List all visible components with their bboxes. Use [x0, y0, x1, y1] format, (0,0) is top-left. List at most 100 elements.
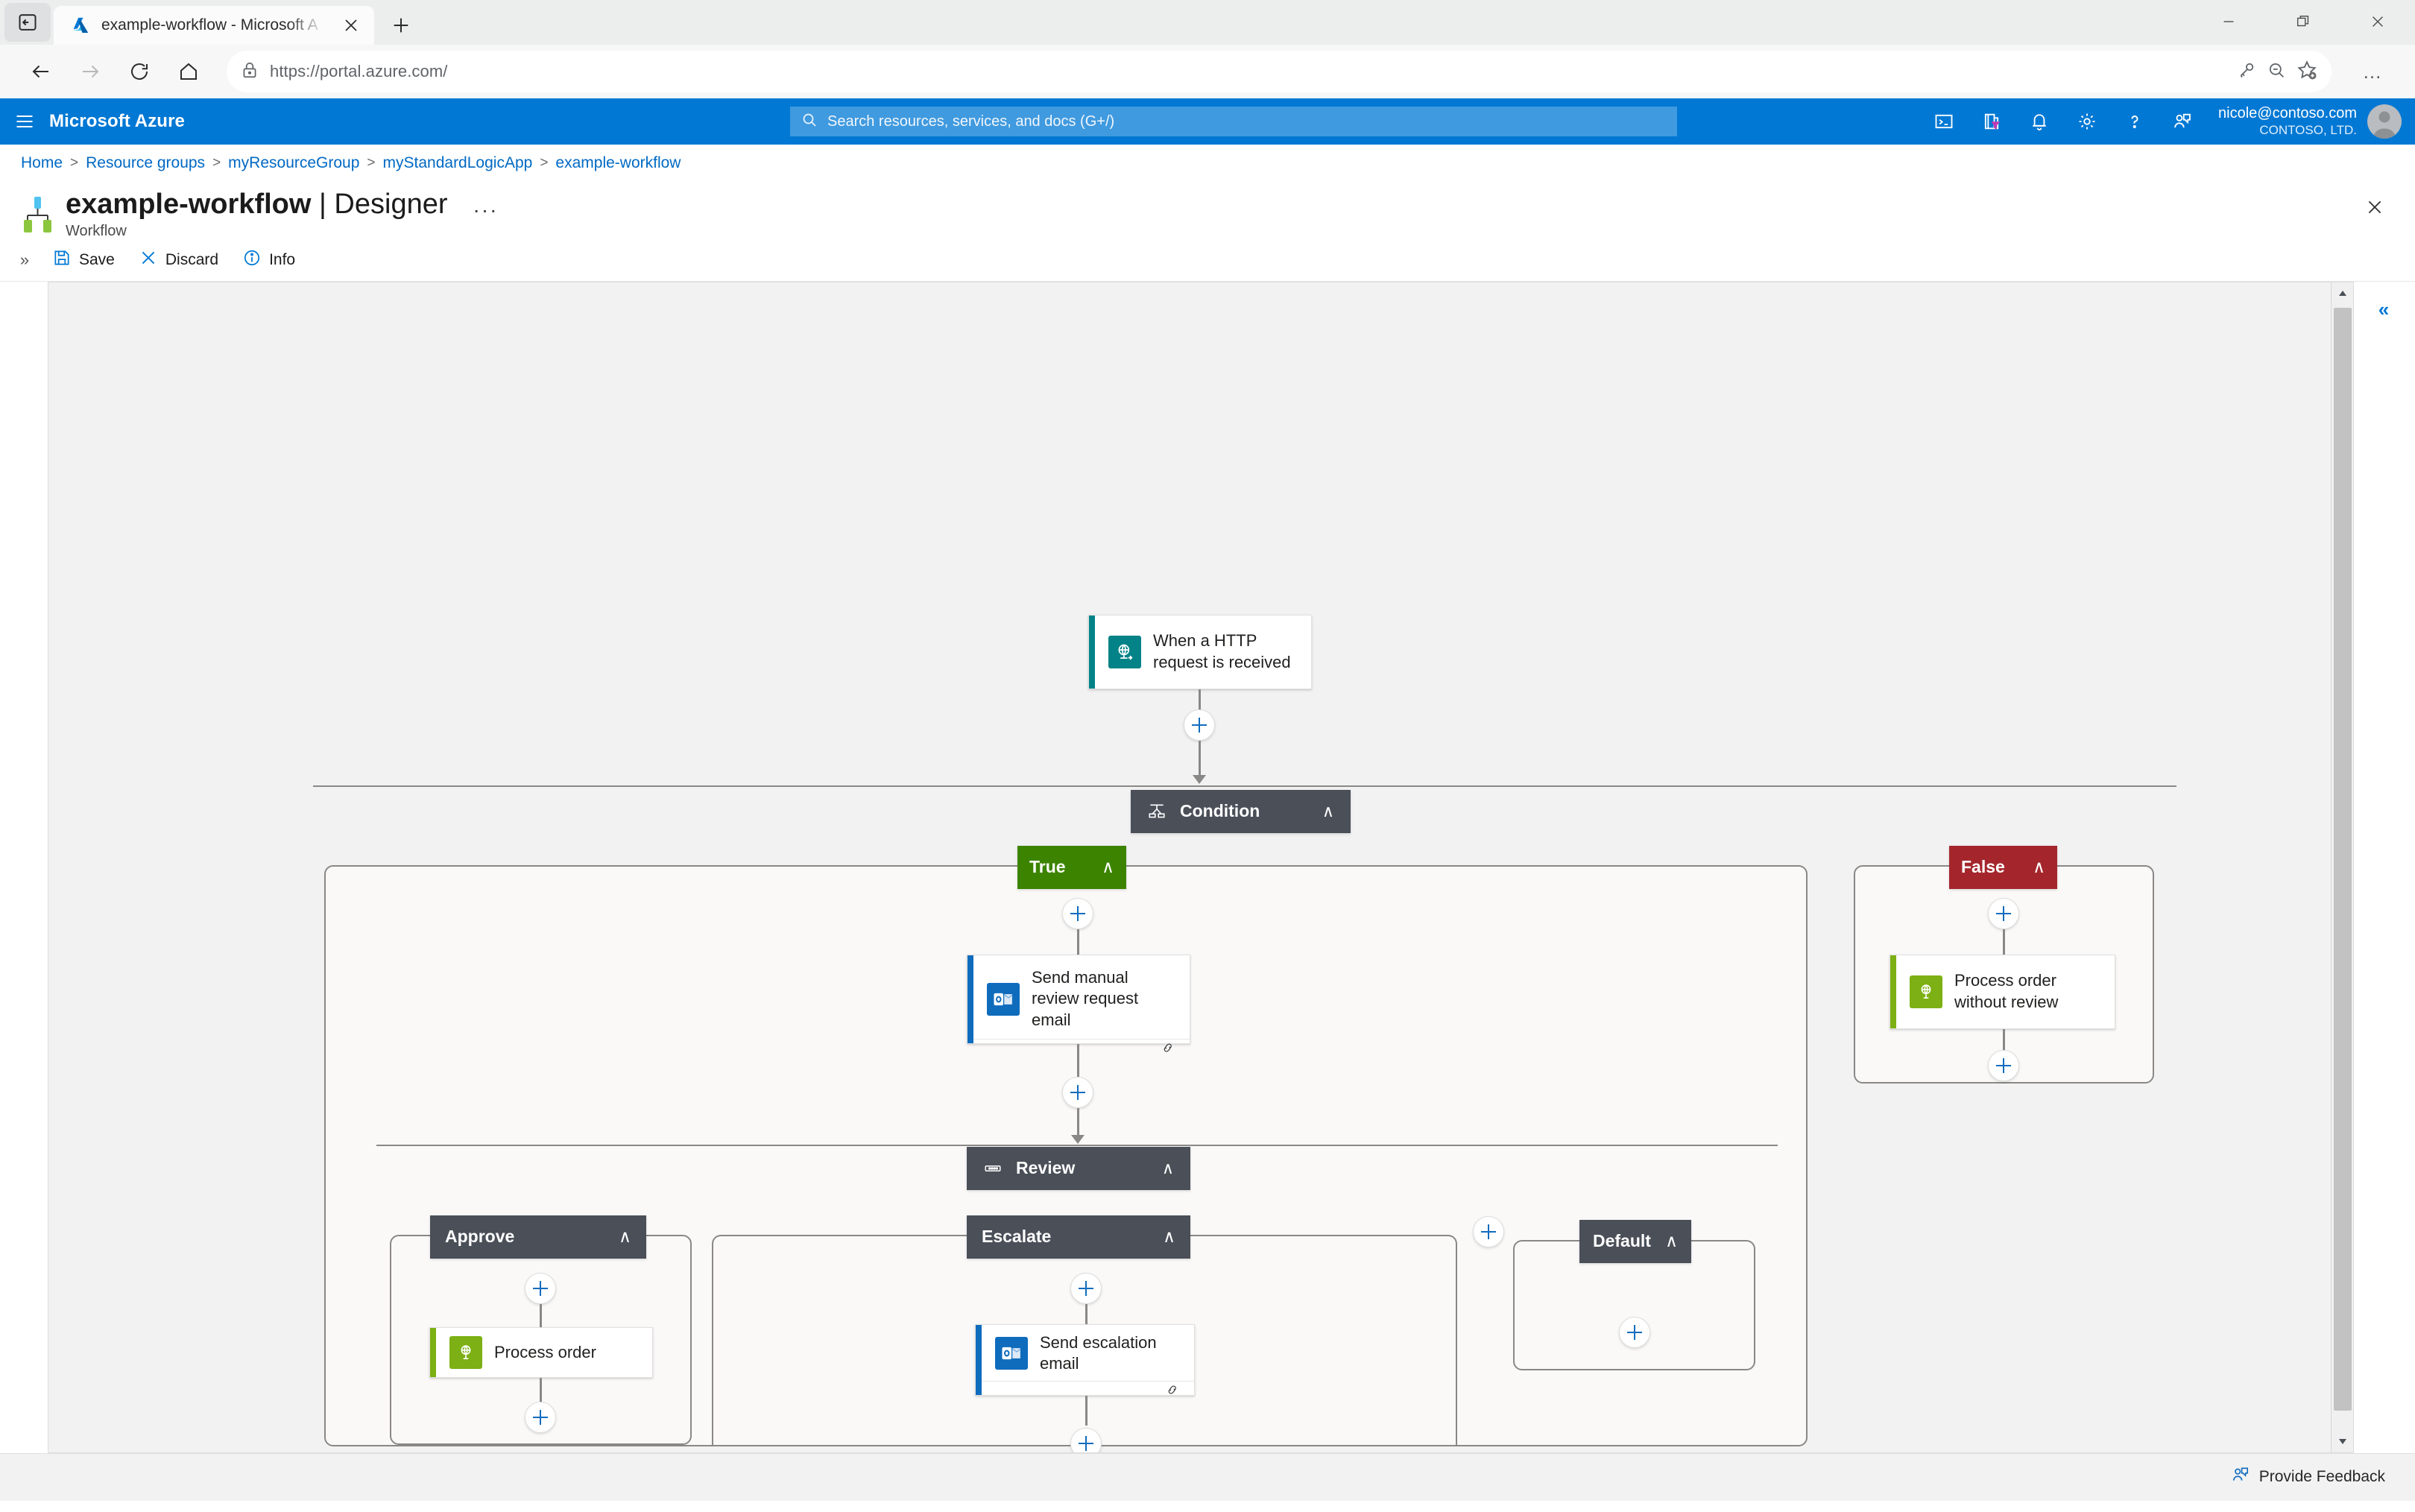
connection-link-icon[interactable] — [1160, 1040, 1176, 1060]
blade-close-icon[interactable] — [2360, 192, 2390, 222]
outlook-icon — [995, 1337, 1028, 1370]
action-node-process-order[interactable]: Process order — [429, 1326, 653, 1378]
breadcrumb-item-home[interactable]: Home — [21, 154, 63, 171]
browser-tab[interactable]: example-workflow - Microsoft A — [54, 6, 374, 45]
notifications-icon[interactable] — [2017, 98, 2062, 145]
condition-node-header[interactable]: Condition ∧ — [1131, 789, 1351, 833]
minimize-icon[interactable] — [2191, 0, 2266, 43]
scrollbar-thumb[interactable] — [2333, 307, 2352, 1411]
add-action-button[interactable] — [1184, 709, 1215, 741]
connection-link-icon[interactable] — [1164, 1382, 1181, 1402]
process-order-icon — [449, 1335, 482, 1369]
help-icon[interactable] — [2112, 98, 2157, 145]
chevron-up-icon[interactable]: ∧ — [1322, 801, 1334, 820]
breadcrumb-item-myresourcegroup[interactable]: myResourceGroup — [228, 154, 360, 171]
breadcrumb-separator: > — [212, 155, 221, 171]
switch-case-header-default[interactable]: Default ∧ — [1579, 1219, 1691, 1263]
chevron-up-icon[interactable]: ∧ — [1163, 1227, 1175, 1247]
action-node-label: Process order — [494, 1342, 596, 1361]
info-label: Info — [269, 251, 296, 269]
search-icon — [801, 111, 818, 133]
feedback-icon[interactable] — [2160, 98, 2205, 145]
home-icon[interactable] — [167, 50, 210, 93]
trigger-node-http-request[interactable]: When a HTTP request is received — [1088, 614, 1312, 689]
add-action-button[interactable] — [1070, 1427, 1102, 1452]
switch-scope-container — [376, 1144, 1778, 1445]
action-node-label: Process order without review — [1954, 971, 2059, 1011]
page-title-row: example-workflow | Designer Workflow ··· — [0, 182, 2415, 240]
add-action-button[interactable] — [525, 1272, 556, 1304]
add-action-button[interactable] — [1988, 1049, 2019, 1081]
chevron-up-icon[interactable]: ∧ — [1102, 857, 1114, 877]
hamburger-menu-icon[interactable] — [0, 111, 49, 132]
chevron-up-icon[interactable]: ∧ — [619, 1227, 631, 1247]
back-arrow-icon[interactable] — [19, 50, 63, 93]
condition-node-label: Condition — [1180, 801, 1260, 821]
chevron-up-icon[interactable]: ∧ — [2033, 857, 2045, 877]
azure-brand-label[interactable]: Microsoft Azure — [49, 111, 185, 131]
switch-case-header-approve[interactable]: Approve ∧ — [430, 1215, 646, 1259]
add-action-button[interactable] — [1062, 897, 1093, 929]
key-icon[interactable] — [2236, 60, 2257, 84]
breadcrumb-item-mystandardlogicapp[interactable]: myStandardLogicApp — [382, 154, 533, 171]
discard-button[interactable]: Discard — [127, 243, 230, 277]
tab-sidebar-icon[interactable] — [4, 3, 51, 42]
true-branch-header[interactable]: True ∧ — [1017, 845, 1126, 889]
logic-app-workflow-icon — [21, 195, 54, 234]
false-branch-header[interactable]: False ∧ — [1949, 845, 2057, 889]
action-node-send-manual-review-email[interactable]: Send manual review request email — [967, 954, 1190, 1052]
provide-feedback-button[interactable]: Provide Feedback — [2231, 1465, 2385, 1489]
cloud-shell-icon[interactable] — [1922, 98, 1966, 145]
browser-nav-bar: https://portal.azure.com/ — [0, 45, 2415, 98]
switch-case-header-escalate[interactable]: Escalate ∧ — [967, 1215, 1190, 1259]
more-options-icon[interactable]: … — [2362, 60, 2384, 83]
reload-icon[interactable] — [118, 50, 161, 93]
collapse-panel-button[interactable]: « — [2378, 297, 2390, 320]
toolbar-expand-icon[interactable]: » — [19, 250, 30, 270]
page-title-separator: | — [318, 189, 326, 220]
azure-header-actions: nicole@contoso.com CONTOSO, LTD. — [1922, 98, 2402, 145]
save-button[interactable]: Save — [40, 243, 127, 277]
discard-icon — [139, 248, 158, 272]
workflow-canvas[interactable]: When a HTTP request is received Conditio… — [48, 281, 2354, 1453]
page-more-menu-icon[interactable]: ··· — [473, 198, 499, 221]
connector-line — [540, 1377, 542, 1408]
add-switch-case-button[interactable] — [1473, 1215, 1504, 1247]
connector-arrow — [1193, 774, 1206, 784]
add-action-button[interactable] — [1062, 1076, 1093, 1108]
switch-node-header-review[interactable]: Review ∧ — [967, 1146, 1190, 1190]
add-action-button[interactable] — [1988, 897, 2019, 929]
chevron-up-icon[interactable]: ∧ — [1161, 1158, 1174, 1177]
directories-filter-icon[interactable] — [1969, 98, 2014, 145]
new-tab-button[interactable] — [380, 6, 422, 45]
action-node-process-order-without-review[interactable]: Process order without review — [1890, 954, 2115, 1029]
add-action-button[interactable] — [1619, 1316, 1650, 1348]
connector-line — [2003, 929, 2005, 961]
connector-arrow — [1071, 1134, 1085, 1144]
restore-icon[interactable] — [2266, 0, 2340, 43]
url-bar[interactable]: https://portal.azure.com/ — [227, 51, 2332, 92]
canvas-scrollbar[interactable] — [2331, 282, 2353, 1452]
browser-tab-title: example-workflow - Microsoft A — [101, 16, 318, 34]
azure-favicon — [70, 15, 91, 36]
breadcrumb-item-example-workflow[interactable]: example-workflow — [555, 154, 681, 171]
user-account-button[interactable]: nicole@contoso.com CONTOSO, LTD. — [2208, 104, 2402, 139]
zoom-out-icon[interactable] — [2266, 60, 2287, 84]
info-button[interactable]: Info — [230, 243, 307, 277]
add-action-button[interactable] — [1070, 1272, 1102, 1304]
action-node-send-escalation-email[interactable]: Send escalation email — [975, 1323, 1195, 1396]
settings-gear-icon[interactable] — [2065, 98, 2109, 145]
breadcrumb: Home > Resource groups > myResourceGroup… — [0, 145, 2415, 182]
scroll-up-arrow[interactable] — [2337, 282, 2349, 305]
scroll-down-arrow[interactable] — [2337, 1430, 2349, 1452]
panel-collapse-rail: « — [2354, 282, 2414, 1453]
azure-search-input[interactable]: Search resources, services, and docs (G+… — [790, 107, 1677, 136]
user-email: nicole@contoso.com — [2218, 105, 2357, 122]
close-window-icon[interactable] — [2340, 0, 2415, 43]
breadcrumb-item-resource-groups[interactable]: Resource groups — [86, 154, 206, 171]
switch-case-label: Approve — [445, 1227, 515, 1247]
close-icon[interactable] — [338, 13, 364, 38]
add-action-button[interactable] — [525, 1401, 556, 1433]
chevron-up-icon[interactable]: ∧ — [1665, 1231, 1678, 1251]
add-favorite-icon[interactable] — [2296, 59, 2318, 85]
